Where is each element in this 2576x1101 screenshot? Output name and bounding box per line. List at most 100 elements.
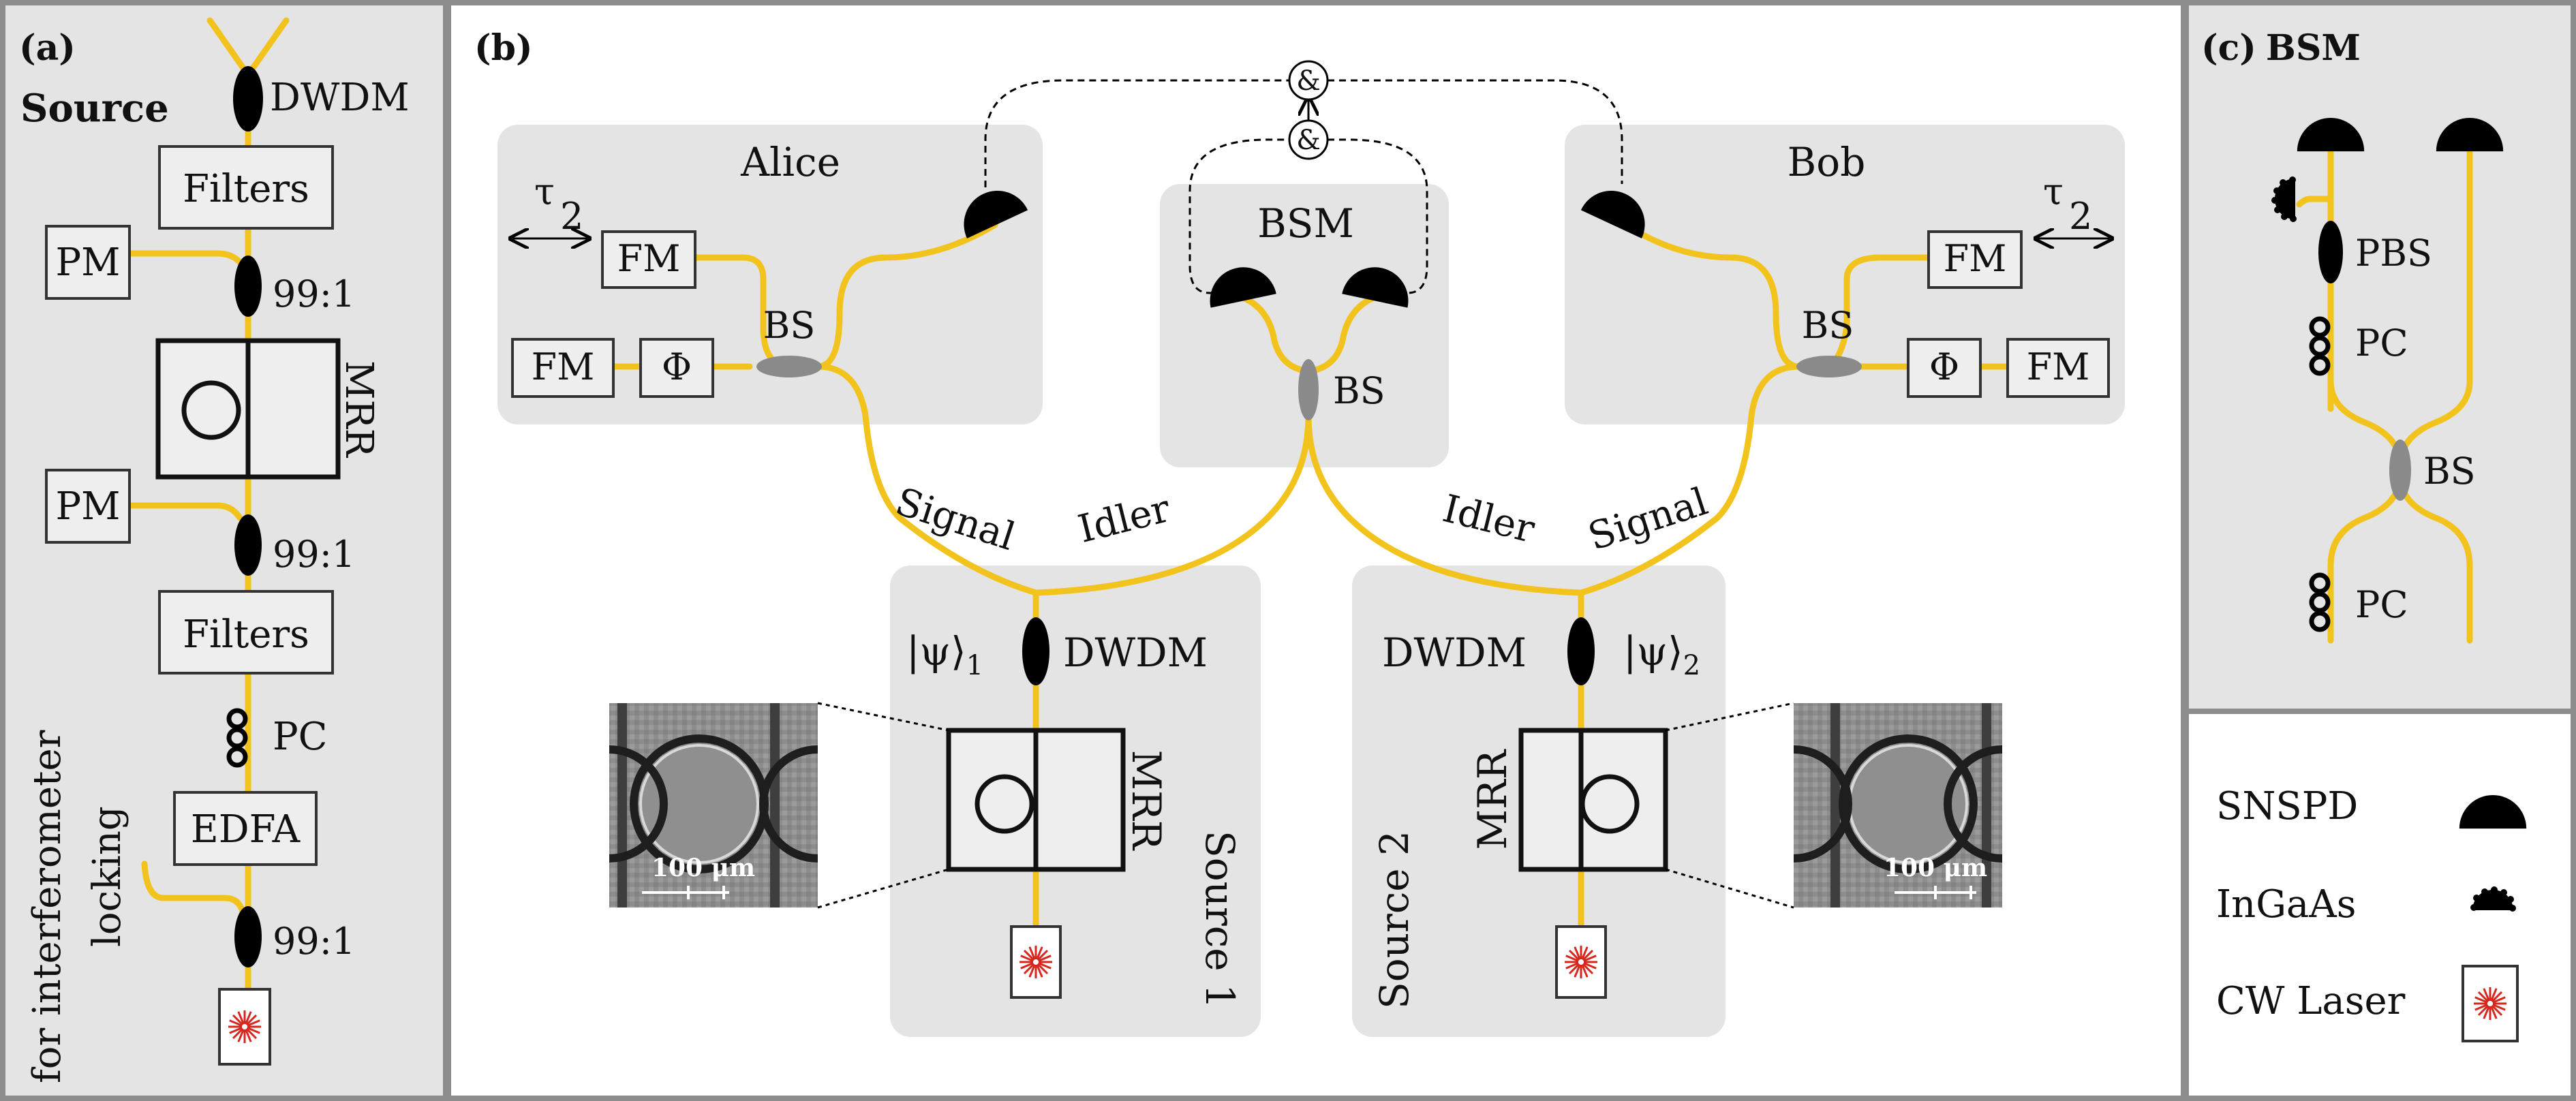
- filters-bottom-box: [158, 590, 334, 674]
- dwdm-coupler: [233, 66, 263, 131]
- source1-mrr-ring: [975, 774, 1034, 834]
- legend-label-ingaas: InGaAs: [2216, 882, 2357, 927]
- alice-phase-label: Φ: [662, 345, 692, 388]
- alice-fm-top-label: FM: [617, 237, 681, 280]
- bob-fm-top-box: [1927, 230, 2023, 289]
- mrr-ring: [181, 380, 241, 440]
- locking-label-line2: locking: [85, 806, 129, 947]
- panel-a-label: (a): [19, 27, 76, 69]
- bsm-box: [1160, 184, 1449, 467]
- pc-top-label: PC: [2355, 322, 2408, 365]
- alice-fm-bottom-label: FM: [532, 345, 595, 388]
- bob-title: Bob: [1788, 139, 1866, 185]
- panel-c: (c)BSM PBS PC BS PC: [2201, 27, 2504, 644]
- pbs-label: PBS: [2355, 232, 2432, 275]
- source2-dwdm-coupler: [1567, 617, 1595, 685]
- panel-b-label: (b): [474, 27, 533, 69]
- source2-title: Source 2: [1371, 831, 1417, 1009]
- source1-title: Source 1: [1197, 831, 1243, 1009]
- bs-label: BS: [2423, 450, 2476, 493]
- filters-bottom-label: Filters: [183, 612, 309, 657]
- source2-state: |ψ⟩2: [1623, 628, 1700, 681]
- alice-phase-box: [639, 338, 714, 398]
- source1-dwdm-label: DWDM: [1063, 630, 1208, 676]
- filters-top-box: [158, 145, 334, 230]
- tap-coupler-top: [234, 255, 262, 317]
- polarization-controller-icon: [2309, 572, 2331, 632]
- source2-mrr-box: [1518, 728, 1668, 872]
- bob-fm-top-label: FM: [1944, 237, 2007, 280]
- laser-starburst-icon: [2474, 987, 2506, 1020]
- laser-starburst-icon: [1019, 946, 1052, 978]
- bsm-beamsplitter: [1298, 359, 1319, 420]
- polarization-controller-icon: [226, 708, 248, 768]
- bob-tau-den: 2: [2069, 195, 2092, 238]
- source1-state: |ψ⟩1: [906, 628, 983, 681]
- pm-top-box: [45, 225, 131, 300]
- panel-a-title: Source: [20, 86, 169, 131]
- laser-starburst-icon: [1565, 946, 1597, 978]
- alice-title: Alice: [740, 139, 840, 185]
- bob-fm-bottom-label: FM: [2027, 345, 2090, 388]
- pm-bottom-box: [45, 469, 131, 544]
- filters-top-label: Filters: [183, 167, 309, 211]
- edfa-label: EDFA: [191, 807, 301, 852]
- bob-phase-label: Φ: [1929, 345, 1959, 388]
- source1-scale-label: 100 μm: [651, 854, 755, 882]
- pm-top-label: PM: [55, 241, 120, 285]
- ratio-bottom-label: 99:1: [273, 920, 355, 963]
- ratio-top-label: 99:1: [273, 273, 355, 315]
- bob-bs-label: BS: [1802, 304, 1854, 347]
- coincidence-gate-top: [1288, 60, 1329, 101]
- legend: SNSPD InGaAs CW Laser: [2216, 784, 2527, 1042]
- bob-tau-symbol: τ: [2043, 170, 2064, 213]
- edfa-box: [173, 791, 318, 866]
- source1-mrr-label: MRR: [1123, 750, 1169, 852]
- panel-a: (a) Source DWDM Filters PM 99:1 MRR PM 9…: [19, 17, 410, 1083]
- coincidence-bottom-symbol: &: [1296, 125, 1321, 156]
- ingaas-detector-icon: [2271, 176, 2297, 222]
- alice-box: [497, 125, 1043, 424]
- source1-dwdm-coupler: [1022, 617, 1049, 685]
- tap-coupler-mid: [234, 514, 262, 576]
- legend-label-snspd: SNSPD: [2216, 784, 2358, 828]
- bob-beamsplitter: [1796, 356, 1862, 377]
- tap-coupler-bottom: [234, 906, 262, 967]
- alice-tau-den: 2: [560, 195, 583, 238]
- cw-laser-source1: [1010, 925, 1062, 999]
- ratio-mid-label: 99:1: [273, 533, 355, 576]
- source1-micrograph: [609, 703, 818, 908]
- ingaas-detector-icon: [2470, 886, 2516, 912]
- alice-fm-bottom-box: [511, 338, 615, 398]
- source2-scale-label: 100 μm: [1884, 854, 1987, 882]
- pbs-coupler: [2318, 221, 2343, 283]
- alice-tau-symbol: τ: [534, 170, 555, 213]
- cw-laser-icon: [2462, 965, 2519, 1042]
- source2-mrr-label: MRR: [1469, 748, 1516, 850]
- bsm-title: BSM: [1257, 200, 1354, 247]
- coincidence-top-symbol: &: [1296, 65, 1321, 97]
- bsm-c-beamsplitter: [2389, 439, 2411, 501]
- cw-laser-source2: [1555, 925, 1607, 999]
- alice-bs-label: BS: [763, 304, 816, 347]
- dwdm-label: DWDM: [270, 76, 410, 120]
- cw-laser-source-a: [218, 988, 271, 1066]
- panel-c-frame: [2183, 0, 2576, 714]
- mrr-label: MRR: [337, 360, 381, 459]
- source2-dwdm-label: DWDM: [1382, 630, 1527, 676]
- coincidence-gate-bottom: [1288, 119, 1329, 160]
- legend-label-cw-laser: CW Laser: [2216, 979, 2406, 1023]
- panel-c-label: (c)BSM: [2201, 27, 2361, 69]
- bob-phase-box: [1907, 338, 1982, 398]
- bsm-bs-label: BS: [1333, 369, 1385, 412]
- pm-bottom-label: PM: [55, 484, 120, 529]
- polarization-controller-icon: [2309, 316, 2331, 376]
- alice-beamsplitter: [756, 356, 822, 377]
- pc-label: PC: [273, 715, 328, 759]
- bob-fm-bottom-box: [2006, 338, 2110, 398]
- pc-bottom-label: PC: [2355, 583, 2408, 626]
- source2-micrograph: [1793, 703, 2003, 908]
- alice-fm-top-box: [601, 230, 696, 289]
- locking-label-line1: for interferometer: [25, 730, 70, 1083]
